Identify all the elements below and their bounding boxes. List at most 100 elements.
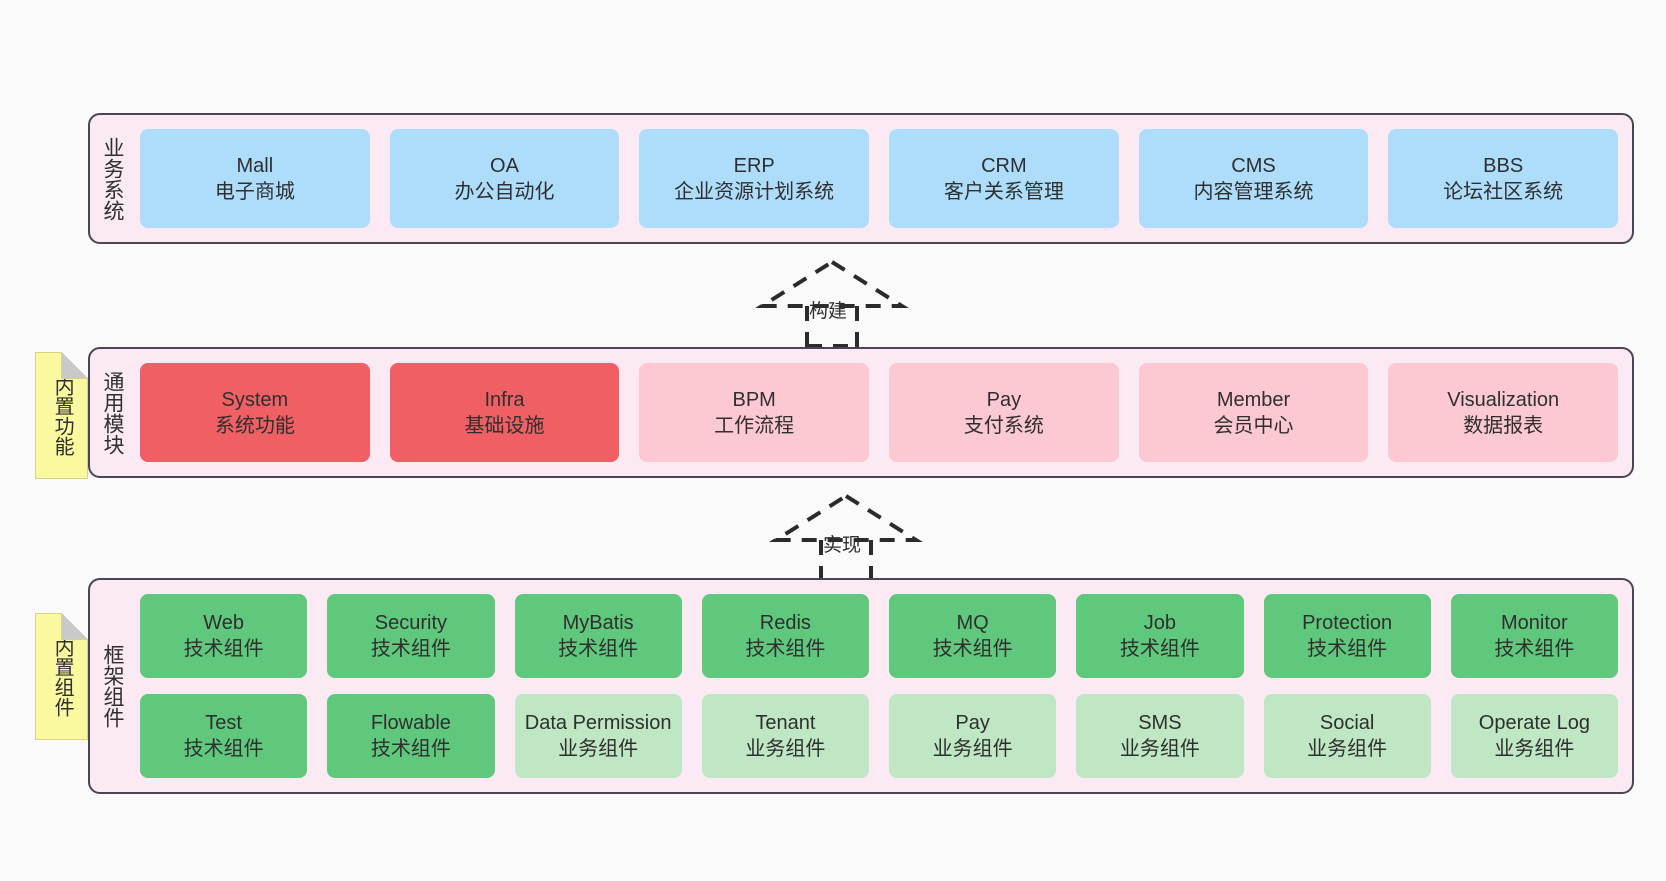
card-title-cn: 业务组件 [1307, 738, 1388, 760]
card-security[interactable]: Security 技术组件 [327, 594, 495, 678]
card-title-cn: 技术组件 [558, 638, 639, 660]
card-title-en: BBS [1483, 154, 1524, 177]
card-title-cn: 业务组件 [1494, 738, 1575, 760]
card-title-cn: 基础设施 [464, 414, 545, 437]
card-title-cn: 企业资源计划系统 [674, 180, 835, 203]
card-protection[interactable]: Protection 技术组件 [1263, 594, 1431, 678]
card-row: Mall 电子商城 OA 办公自动化 ERP 企业资源计划系统 CRM 客户关系… [140, 129, 1619, 228]
card-cms[interactable]: CMS 内容管理系统 [1138, 129, 1369, 228]
card-title-cn: 技术组件 [745, 638, 826, 660]
note-builtin-component: 内置组件 [35, 613, 88, 740]
card-title-cn: 技术组件 [183, 638, 264, 660]
card-title-cn: 客户关系管理 [943, 180, 1064, 203]
card-row: Test 技术组件 Flowable 技术组件 Data Permission … [140, 694, 1618, 778]
card-title-en: Redis [759, 612, 811, 634]
card-member[interactable]: Member 会员中心 [1138, 363, 1369, 462]
card-title-cn: 业务组件 [745, 738, 826, 760]
card-title-en: Operate Log [1478, 712, 1590, 734]
card-pay[interactable]: Pay 支付系统 [889, 363, 1119, 462]
layer-body-framework-components: Web 技术组件 Security 技术组件 MyBatis 技术组件 Redi… [134, 580, 1632, 792]
card-title-en: Pay [986, 388, 1022, 411]
card-title-en: System [221, 388, 289, 411]
card-title-cn: 技术组件 [1494, 638, 1575, 660]
layer-body-business-system: Mall 电子商城 OA 办公自动化 ERP 企业资源计划系统 CRM 客户关系… [134, 115, 1632, 242]
card-title-en: Infra [484, 388, 525, 411]
connector-realize: 实现 [766, 492, 926, 584]
realization-arrow-icon [755, 259, 909, 348]
card-title-en: OA [490, 154, 519, 177]
card-title-cn: 技术组件 [370, 738, 451, 760]
layer-business-system: 业务系统 Mall 电子商城 OA 办公自动化 ERP 企业资源计划系统 CRM… [88, 113, 1634, 244]
card-social[interactable]: Social 业务组件 [1263, 694, 1431, 778]
card-tenant[interactable]: Tenant 业务组件 [701, 694, 869, 778]
card-title-en: MyBatis [562, 612, 634, 634]
card-title-en: Security [374, 612, 447, 634]
layer-title-common-modules: 通用模块 [100, 370, 124, 455]
card-title-en: Mall [236, 154, 274, 177]
card-visualization[interactable]: Visualization 数据报表 [1388, 363, 1619, 462]
card-title-en: BPM [732, 388, 776, 411]
card-title-cn: 办公自动化 [454, 180, 555, 203]
card-row: System 系统功能 Infra 基础设施 BPM 工作流程 Pay 支付系统… [140, 363, 1619, 462]
card-infra[interactable]: Infra 基础设施 [389, 363, 620, 462]
card-title-cn: 数据报表 [1463, 414, 1544, 437]
card-title-en: Pay [955, 712, 990, 734]
card-title-en: Data Permission [524, 712, 672, 734]
connector-build-label: 构建 [809, 301, 848, 322]
card-title-cn: 技术组件 [1119, 638, 1200, 660]
card-title-cn: 技术组件 [932, 638, 1013, 660]
card-title-en: ERP [733, 154, 775, 177]
card-erp[interactable]: ERP 企业资源计划系统 [639, 129, 870, 228]
connector-build: 构建 [752, 258, 912, 350]
card-title-cn: 会员中心 [1213, 414, 1294, 437]
card-title-en: Member [1216, 388, 1291, 411]
card-title-en: MQ [956, 612, 989, 634]
card-test[interactable]: Test 技术组件 [140, 694, 308, 778]
card-title-cn: 技术组件 [1307, 638, 1388, 660]
card-operate-log[interactable]: Operate Log 业务组件 [1450, 694, 1618, 778]
layer-body-common-modules: System 系统功能 Infra 基础设施 BPM 工作流程 Pay 支付系统… [134, 349, 1632, 476]
card-title-cn: 内容管理系统 [1193, 180, 1314, 203]
card-title-cn: 业务组件 [932, 738, 1013, 760]
card-title-cn: 业务组件 [558, 738, 639, 760]
card-title-cn: 系统功能 [214, 414, 295, 437]
card-system[interactable]: System 系统功能 [140, 363, 370, 462]
card-sms[interactable]: SMS 业务组件 [1076, 694, 1244, 778]
card-data-permission[interactable]: Data Permission 业务组件 [514, 694, 682, 778]
layer-title-framework-components: 框架组件 [100, 644, 124, 728]
connector-realize-label: 实现 [823, 535, 862, 556]
card-web[interactable]: Web 技术组件 [140, 594, 308, 678]
note-builtin-feature-label: 内置功能 [51, 375, 74, 456]
card-title-cn: 支付系统 [963, 414, 1044, 437]
card-redis[interactable]: Redis 技术组件 [701, 594, 869, 678]
card-mq[interactable]: MQ 技术组件 [889, 594, 1057, 678]
card-title-en: SMS [1138, 712, 1182, 734]
card-title-en: Test [205, 712, 242, 734]
card-mall[interactable]: Mall 电子商城 [140, 129, 370, 228]
card-title-en: CRM [981, 154, 1027, 177]
card-title-en: Monitor [1501, 612, 1568, 634]
card-title-en: CMS [1231, 154, 1276, 177]
card-row: Web 技术组件 Security 技术组件 MyBatis 技术组件 Redi… [140, 594, 1618, 678]
card-title-cn: 业务组件 [1119, 738, 1200, 760]
card-title-cn: 技术组件 [370, 638, 451, 660]
layer-common-modules: 通用模块 System 系统功能 Infra 基础设施 BPM 工作流程 Pay… [88, 347, 1634, 478]
card-bbs[interactable]: BBS 论坛社区系统 [1388, 129, 1619, 228]
card-title-cn: 电子商城 [214, 180, 295, 203]
card-title-en: Tenant [755, 712, 816, 734]
card-title-cn: 论坛社区系统 [1443, 180, 1564, 203]
card-title-en: Protection [1302, 612, 1393, 634]
card-oa[interactable]: OA 办公自动化 [389, 129, 620, 228]
card-monitor[interactable]: Monitor 技术组件 [1450, 594, 1618, 678]
card-title-en: Visualization [1447, 388, 1560, 411]
card-job[interactable]: Job 技术组件 [1076, 594, 1244, 678]
card-pay-component[interactable]: Pay 业务组件 [889, 694, 1057, 778]
card-mybatis[interactable]: MyBatis 技术组件 [514, 594, 682, 678]
layer-title-business-system: 业务系统 [100, 136, 124, 221]
card-crm[interactable]: CRM 客户关系管理 [889, 129, 1119, 228]
note-builtin-component-label: 内置组件 [51, 636, 74, 717]
card-title-cn: 技术组件 [183, 738, 264, 760]
card-title-cn: 工作流程 [714, 414, 795, 437]
card-bpm[interactable]: BPM 工作流程 [639, 363, 870, 462]
card-flowable[interactable]: Flowable 技术组件 [327, 694, 495, 778]
